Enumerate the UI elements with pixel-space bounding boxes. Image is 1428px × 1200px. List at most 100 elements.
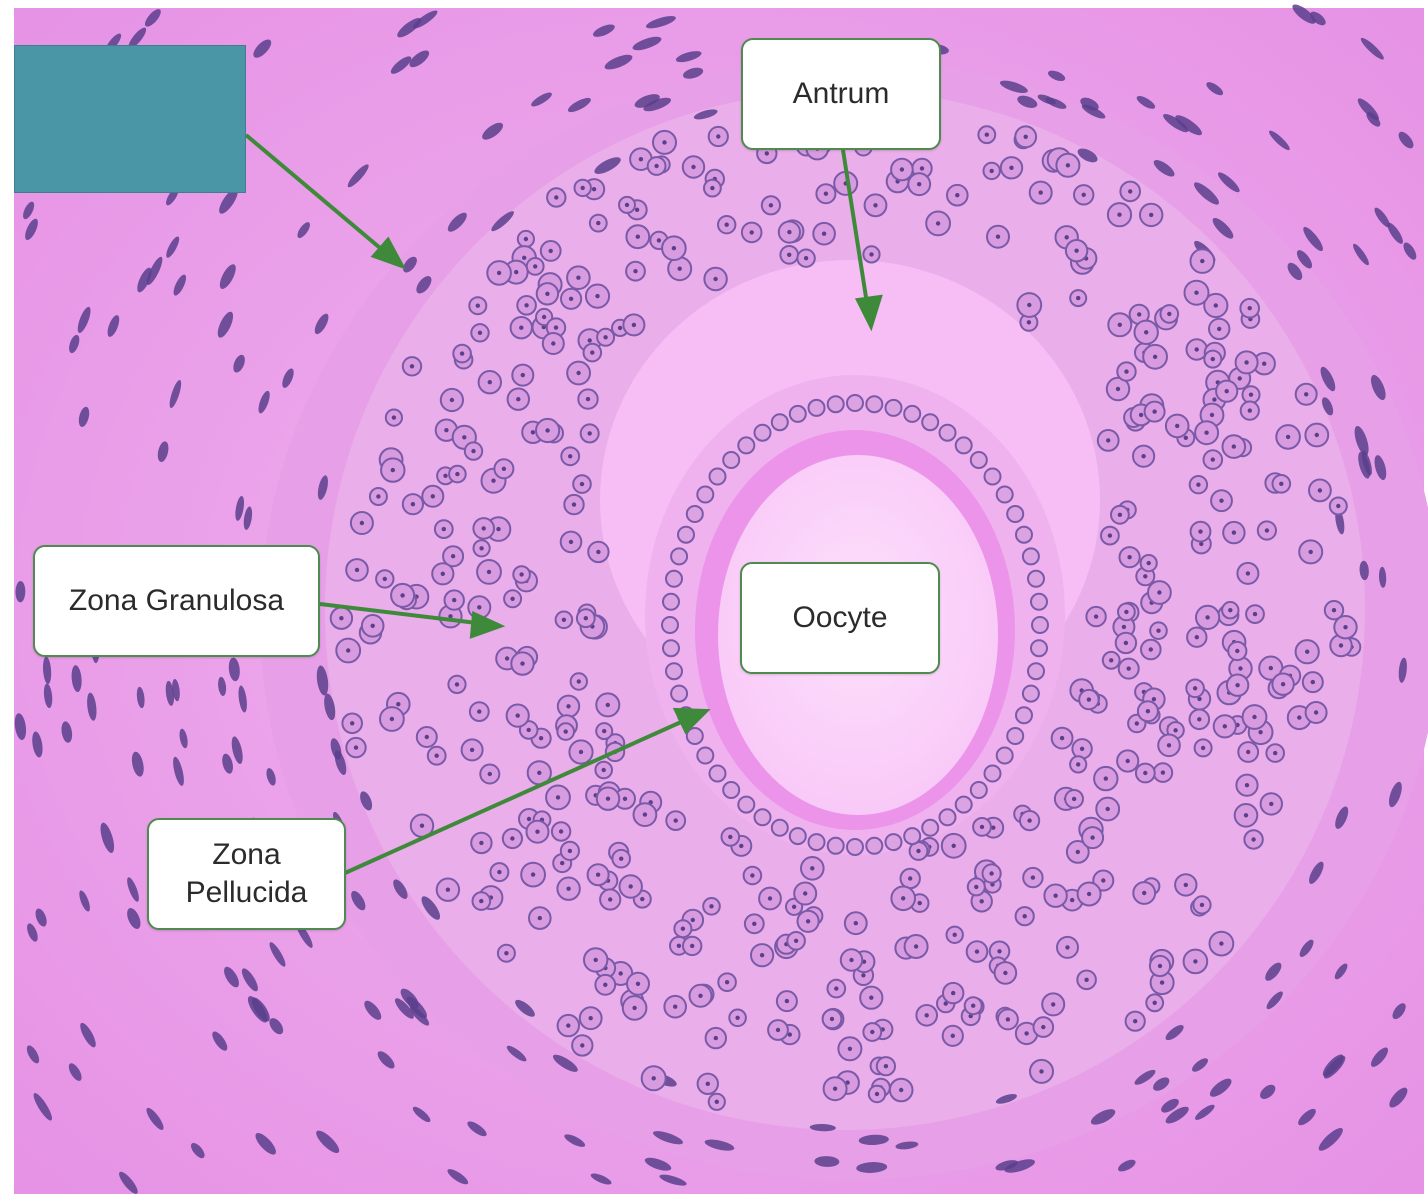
zona-pellucida-label-line1: Zona xyxy=(212,838,281,871)
cumulus-nucleus xyxy=(969,781,988,799)
nucleolus xyxy=(1183,882,1189,888)
cumulus-nucleus xyxy=(983,764,1002,783)
nucleolus xyxy=(823,191,829,196)
nucleolus xyxy=(759,953,765,958)
nucleolus xyxy=(1200,258,1205,264)
nucleolus xyxy=(1157,963,1163,969)
nucleolus xyxy=(444,428,449,433)
nucleolus xyxy=(690,917,695,923)
nucleolus xyxy=(519,572,524,577)
nucleolus xyxy=(1022,914,1027,919)
stromal-nucleus xyxy=(1217,172,1240,193)
nucleolus xyxy=(1027,818,1032,823)
stromal-nucleus xyxy=(255,1133,276,1155)
nucleolus xyxy=(787,1032,792,1037)
stromal-nucleus xyxy=(157,441,169,462)
nucleolus xyxy=(628,884,633,889)
nucleolus xyxy=(1248,392,1254,397)
stromal-nucleus xyxy=(136,686,145,709)
stromal-nucleus xyxy=(467,1121,487,1137)
nucleolus xyxy=(515,713,520,718)
nucleolus xyxy=(519,325,524,330)
cumulus-nucleus xyxy=(737,436,756,455)
cumulus-nucleus xyxy=(1021,547,1040,566)
nucleolus xyxy=(995,234,1001,239)
nucleolus xyxy=(750,873,755,878)
stromal-nucleus xyxy=(1163,114,1189,133)
nucleolus xyxy=(1308,549,1313,555)
stromal-nucleus xyxy=(1335,806,1349,829)
nucleolus xyxy=(555,795,561,800)
nucleolus xyxy=(984,132,989,137)
nucleolus xyxy=(899,167,905,172)
stromal-nucleus xyxy=(314,313,329,335)
nucleolus xyxy=(501,466,507,471)
nucleolus xyxy=(1209,412,1215,418)
nucleolus xyxy=(1173,728,1178,733)
granulosa-nuclei xyxy=(329,90,1362,1111)
nucleolus xyxy=(563,729,568,734)
nucleolus xyxy=(1194,635,1200,640)
stromal-nucleus xyxy=(634,94,660,108)
nucleolus xyxy=(454,682,460,687)
nucleolus xyxy=(853,921,858,926)
cumulus-nucleus xyxy=(722,781,741,799)
nucleolus xyxy=(1127,555,1132,560)
arrow-theca-head xyxy=(370,236,407,270)
stromal-nucleus xyxy=(1318,1127,1343,1151)
stromal-nucleus xyxy=(1260,1084,1276,1100)
stromal-nucleus xyxy=(1359,560,1369,581)
nucleolus xyxy=(576,370,581,376)
stromal-nucleus xyxy=(704,1139,735,1151)
zona-granulosa-label-text: Zona Granulosa xyxy=(68,584,285,617)
nucleolus xyxy=(561,617,567,622)
cumulus-nucleus xyxy=(708,764,727,783)
nucleolus xyxy=(440,571,445,576)
cumulus-nucleus xyxy=(662,592,680,611)
stromal-nucleus xyxy=(567,97,591,113)
stromal-nucleus xyxy=(179,728,188,749)
stromal-nucleus xyxy=(1209,1078,1232,1097)
nucleolus xyxy=(350,721,355,726)
stromal-nucleus xyxy=(14,713,27,740)
nucleolus xyxy=(950,1033,955,1039)
nucleolus xyxy=(805,919,811,924)
nucleolus xyxy=(583,616,588,621)
nucleolus xyxy=(656,238,662,243)
stromal-nucleus xyxy=(77,306,91,333)
nucleolus xyxy=(566,886,571,891)
nucleolus xyxy=(671,246,677,251)
nucleolus xyxy=(749,230,754,235)
nucleolus xyxy=(764,151,769,156)
nucleolus xyxy=(955,193,960,198)
nucleolus xyxy=(618,971,623,976)
stromal-nucleus xyxy=(1192,1058,1208,1072)
nucleolus xyxy=(735,1015,740,1020)
nucleolus xyxy=(1280,682,1286,687)
nucleolus xyxy=(1146,560,1151,566)
nucleolus xyxy=(1252,714,1257,720)
nucleolus xyxy=(1023,134,1028,139)
stromal-nucleus xyxy=(531,92,552,107)
stromal-nucleus xyxy=(224,966,239,988)
nucleolus xyxy=(908,876,913,881)
nucleolus xyxy=(587,338,592,343)
stromal-nucleus xyxy=(330,738,342,760)
nucleolus xyxy=(874,1091,880,1097)
stromal-nucleus xyxy=(33,1093,52,1121)
nucleolus xyxy=(617,325,623,331)
nucleolus xyxy=(849,957,854,963)
stromal-nucleus xyxy=(1357,98,1379,121)
nucleolus xyxy=(1246,749,1251,755)
nucleolus xyxy=(533,264,538,269)
nucleolus xyxy=(943,1001,948,1006)
cumulus-nucleus xyxy=(1021,684,1040,703)
nucleolus xyxy=(608,897,613,902)
arrow-antrum-head xyxy=(854,294,883,332)
nucleolus xyxy=(1251,837,1256,842)
nucleolus xyxy=(510,596,515,601)
stromal-nucleus xyxy=(23,201,35,220)
nucleolus xyxy=(1159,980,1165,985)
nucleolus xyxy=(971,1003,976,1008)
stromal-nucleus xyxy=(253,39,272,58)
